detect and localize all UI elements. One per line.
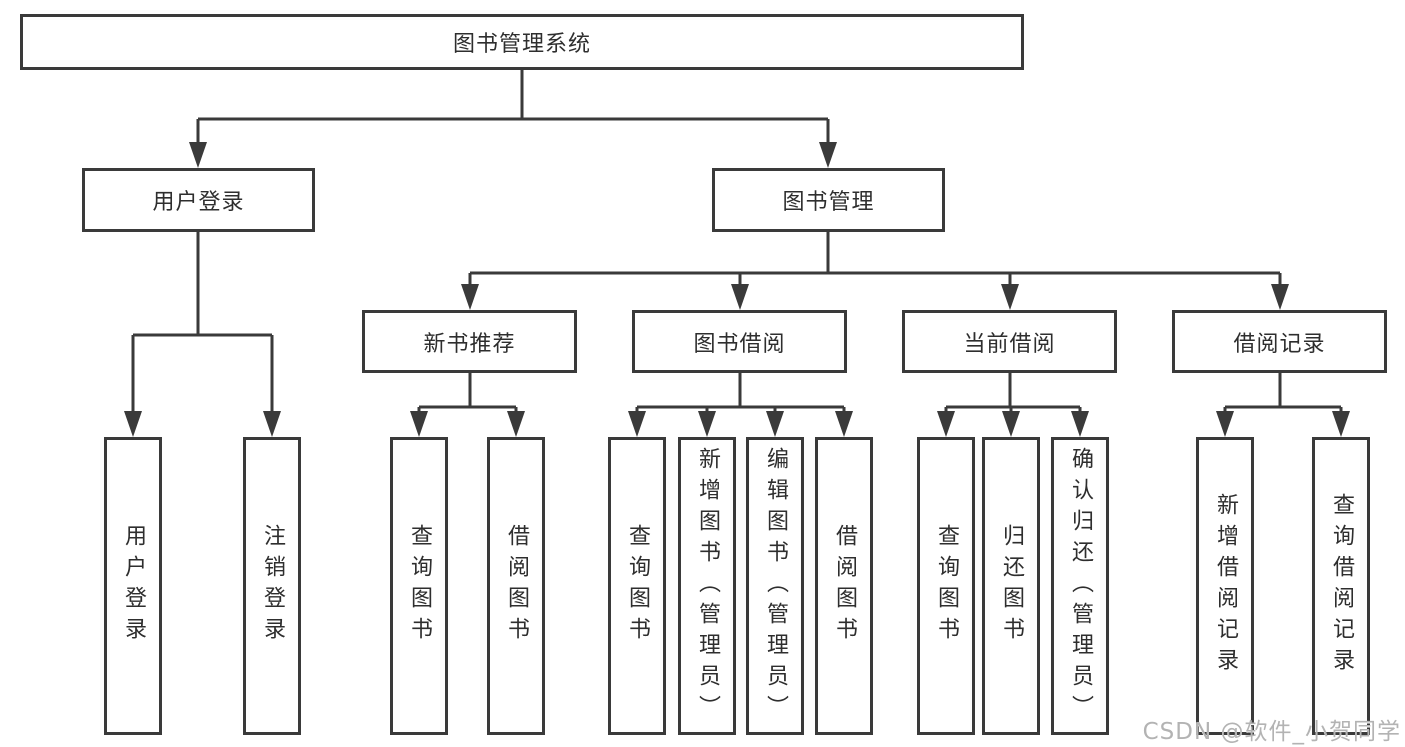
node-group-borrow-records-label: 借阅记录 <box>1233 331 1326 357</box>
node-leaf-bb-borrow-books: 借阅图书 <box>815 437 873 735</box>
arrow-down-icon <box>819 142 837 168</box>
node-leaf-user-login-label: 用户登录 <box>121 524 146 648</box>
arrow-down-icon <box>1002 411 1020 437</box>
node-leaf-logout: 注销登录 <box>243 437 301 735</box>
node-group-book-borrow: 图书借阅 <box>632 310 847 373</box>
csdn-watermark: CSDN @软件_小贺同学 <box>1142 719 1401 745</box>
arrow-down-icon <box>937 411 955 437</box>
node-group-new-book-rec: 新书推荐 <box>362 310 577 373</box>
arrow-down-icon <box>766 411 784 437</box>
node-leaf-nbr-query-books: 查询图书 <box>390 437 448 735</box>
arrow-down-icon <box>1332 411 1350 437</box>
arrow-down-icon <box>1071 411 1089 437</box>
arrow-down-icon <box>1001 284 1019 310</box>
node-leaf-bb-add-books: 新增图书（管理员） <box>678 437 736 735</box>
tree-lines <box>131 70 1343 433</box>
node-leaf-br-add-record: 新增借阅记录 <box>1196 437 1254 735</box>
node-leaf-cb-confirm-return: 确认归还（管理员） <box>1051 437 1109 735</box>
node-leaf-cb-query-books-label: 查询图书 <box>934 524 959 648</box>
node-leaf-br-query-record: 查询借阅记录 <box>1312 437 1370 735</box>
node-leaf-nbr-borrow-books: 借阅图书 <box>487 437 545 735</box>
arrow-down-icon <box>410 411 428 437</box>
node-leaf-cb-confirm-return-label: 确认归还（管理员） <box>1068 446 1093 726</box>
node-leaf-cb-return-books-label: 归还图书 <box>999 524 1024 648</box>
node-leaf-bb-query-books-label: 查询图书 <box>625 524 650 648</box>
arrow-down-icon <box>263 411 281 437</box>
arrow-down-icon <box>461 284 479 310</box>
node-group-current-borrow: 当前借阅 <box>902 310 1117 373</box>
node-leaf-bb-query-books: 查询图书 <box>608 437 666 735</box>
node-leaf-cb-query-books: 查询图书 <box>917 437 975 735</box>
node-leaf-cb-return-books: 归还图书 <box>982 437 1040 735</box>
arrow-down-icon <box>507 411 525 437</box>
node-group-book-borrow-label: 图书借阅 <box>693 331 786 357</box>
arrow-down-icon <box>628 411 646 437</box>
node-branch-book-mgmt-label: 图书管理 <box>782 190 875 215</box>
arrow-down-icon <box>731 284 749 310</box>
arrow-down-icon <box>1271 284 1289 310</box>
arrow-down-icon <box>124 411 142 437</box>
node-leaf-nbr-borrow-books-label: 借阅图书 <box>504 524 529 648</box>
node-group-borrow-records: 借阅记录 <box>1172 310 1387 373</box>
node-group-new-book-rec-label: 新书推荐 <box>423 331 516 357</box>
node-group-current-borrow-label: 当前借阅 <box>963 331 1056 357</box>
node-leaf-br-query-record-label: 查询借阅记录 <box>1329 493 1354 679</box>
node-leaf-bb-edit-books: 编辑图书（管理员） <box>746 437 804 735</box>
node-leaf-nbr-query-books-label: 查询图书 <box>407 524 432 648</box>
node-leaf-bb-edit-books-label: 编辑图书（管理员） <box>763 446 788 726</box>
node-leaf-br-add-record-label: 新增借阅记录 <box>1213 493 1238 679</box>
node-leaf-logout-label: 注销登录 <box>260 524 285 648</box>
arrow-down-icon <box>835 411 853 437</box>
node-root-label: 图书管理系统 <box>452 32 591 57</box>
node-leaf-bb-add-books-label: 新增图书（管理员） <box>695 446 720 726</box>
node-root: 图书管理系统 <box>20 14 1024 70</box>
arrowheads <box>124 142 1350 437</box>
node-branch-user-login: 用户登录 <box>82 168 315 232</box>
node-branch-user-login-label: 用户登录 <box>152 190 245 215</box>
arrow-down-icon <box>189 142 207 168</box>
node-leaf-user-login: 用户登录 <box>104 437 162 735</box>
node-leaf-bb-borrow-books-label: 借阅图书 <box>832 524 857 648</box>
arrow-down-icon <box>698 411 716 437</box>
node-branch-book-mgmt: 图书管理 <box>712 168 945 232</box>
arrow-down-icon <box>1216 411 1234 437</box>
